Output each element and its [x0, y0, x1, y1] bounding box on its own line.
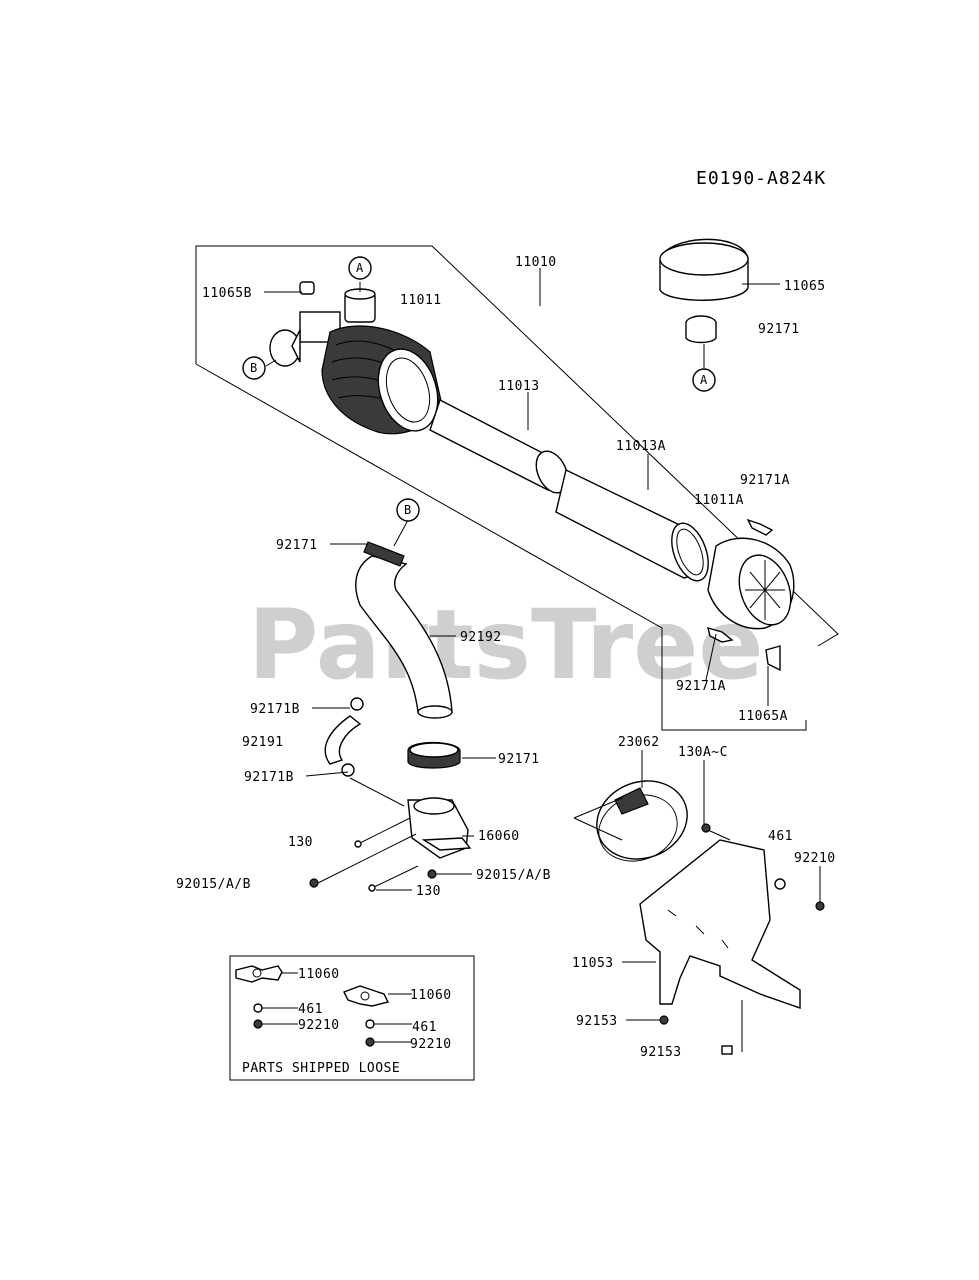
label-11065b[interactable]: 11065B [202, 286, 252, 301]
callout-B-left: B [242, 356, 266, 380]
label-92153-b[interactable]: 92153 [640, 1045, 682, 1060]
gasket-11060-a-icon[interactable] [235, 965, 283, 983]
air-cleaner-cap[interactable] [659, 238, 749, 344]
intake-hose[interactable] [355, 541, 453, 719]
label-130a-c[interactable]: 130A~C [678, 745, 728, 760]
label-92210-right[interactable]: 92210 [794, 851, 836, 866]
bolt-130-upper[interactable] [354, 817, 411, 848]
svg-text:A: A [356, 261, 364, 275]
box-label-92210-a[interactable]: 92210 [298, 1018, 340, 1033]
box-label-11060-a[interactable]: 11060 [298, 967, 340, 982]
watermark: PartsTree [248, 589, 763, 701]
nut-92153[interactable] [659, 1015, 669, 1025]
svg-text:A: A [700, 373, 708, 387]
label-461-right[interactable]: 461 [768, 829, 793, 844]
label-11053[interactable]: 11053 [572, 956, 614, 971]
label-11065a[interactable]: 11065A [738, 709, 788, 724]
nut-92210-right[interactable] [815, 901, 825, 911]
label-92191[interactable]: 92191 [242, 735, 284, 750]
label-92015-left[interactable]: 92015/A/B [176, 877, 251, 892]
parts-box-title: PARTS SHIPPED LOOSE [242, 1061, 400, 1076]
label-11013a[interactable]: 11013A [616, 439, 666, 454]
svg-text:B: B [404, 503, 411, 517]
label-92171b-bot[interactable]: 92171B [244, 770, 294, 785]
washer-461-b-icon[interactable] [365, 1019, 375, 1029]
callout-A-right: A [692, 368, 716, 392]
primary-element[interactable] [429, 399, 574, 498]
label-92153-a[interactable]: 92153 [576, 1014, 618, 1029]
label-11011[interactable]: 11011 [400, 293, 442, 308]
gasket-11060-b-icon[interactable] [343, 985, 390, 1007]
shroud-bracket[interactable] [639, 839, 801, 1055]
nut-92015-right[interactable] [427, 869, 437, 879]
label-92171-clamp[interactable]: 92171 [498, 752, 540, 767]
air-cleaner-housing[interactable] [269, 281, 448, 439]
secondary-element[interactable] [555, 468, 715, 586]
label-23062[interactable]: 23062 [618, 735, 660, 750]
nut-92015-left[interactable] [309, 878, 319, 888]
label-11013[interactable]: 11013 [498, 379, 540, 394]
nut-92210-a-icon[interactable] [253, 1019, 263, 1029]
leader-lines [264, 268, 821, 1021]
label-11010[interactable]: 11010 [515, 255, 557, 270]
label-11011a[interactable]: 11011A [694, 493, 744, 508]
callout-A-top: A [348, 256, 372, 280]
label-92171-top[interactable]: 92171 [758, 322, 800, 337]
box-label-461-a[interactable]: 461 [298, 1002, 323, 1017]
box-label-92210-b[interactable]: 92210 [410, 1037, 452, 1052]
svg-text:B: B [250, 361, 257, 375]
breather-hose[interactable] [324, 697, 364, 777]
label-11065[interactable]: 11065 [784, 279, 826, 294]
washer-461-a-icon[interactable] [253, 1003, 263, 1013]
label-92015-right[interactable]: 92015/A/B [476, 868, 551, 883]
nut-92210-b-icon[interactable] [365, 1037, 375, 1047]
washer-461-right[interactable] [774, 878, 786, 890]
bolt-130-lower[interactable] [368, 865, 419, 892]
part-labels: 11010 11065B 11011 11065 92171 11013 110… [176, 255, 836, 1060]
box-label-461-b[interactable]: 461 [412, 1020, 437, 1035]
diagram-code: E0190-A824K [696, 168, 826, 189]
label-92192[interactable]: 92192 [460, 630, 502, 645]
air-cleaner-cover[interactable] [707, 518, 800, 672]
fan-shroud-ring[interactable] [586, 769, 698, 872]
label-92171b-top[interactable]: 92171B [250, 702, 300, 717]
air-cleaner-assembly-frame [195, 245, 839, 731]
parts-shipped-loose-box: 11060 461 92210 11060 461 92210 PARTS SH… [229, 955, 475, 1081]
hose-clamp[interactable] [407, 741, 461, 769]
callout-B-mid: B [396, 498, 420, 522]
box-label-11060-b[interactable]: 11060 [410, 988, 452, 1003]
label-92171a-bot[interactable]: 92171A [676, 679, 726, 694]
label-130-top[interactable]: 130 [288, 835, 313, 850]
label-92171-b[interactable]: 92171 [276, 538, 318, 553]
intake-duct[interactable] [407, 797, 472, 859]
label-92171a-top[interactable]: 92171A [740, 473, 790, 488]
label-130-bot[interactable]: 130 [416, 884, 441, 899]
label-16060[interactable]: 16060 [478, 829, 520, 844]
